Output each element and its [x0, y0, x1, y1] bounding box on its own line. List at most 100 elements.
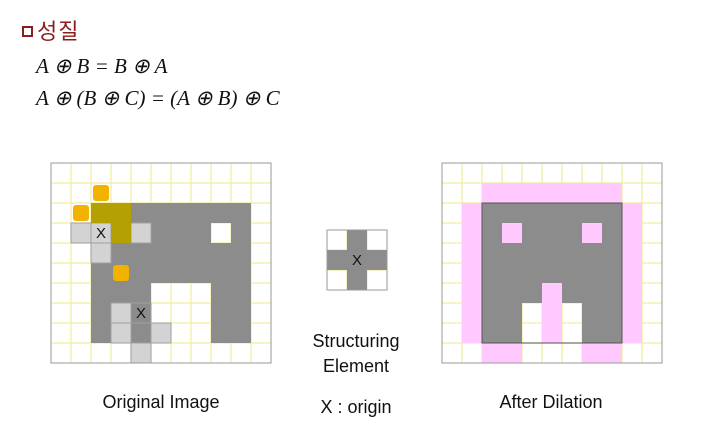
dilated-frame — [441, 162, 663, 364]
dilated-object-pixel — [562, 203, 582, 223]
dilated-object-pixel — [602, 223, 622, 243]
dilated-object-pixel — [502, 303, 522, 323]
element-overlay-cell — [111, 223, 131, 243]
dilated-object-pixel — [542, 223, 562, 243]
object-pixel — [171, 243, 191, 263]
object-pixel — [91, 263, 111, 283]
object-pixel — [91, 283, 111, 303]
object-pixel — [191, 243, 211, 263]
object-pixel — [151, 223, 171, 243]
object-pixel — [191, 223, 211, 243]
added-pixel — [622, 263, 642, 283]
object-pixel — [91, 303, 111, 323]
dilated-object-pixel — [522, 203, 542, 223]
object-pixel — [171, 203, 191, 223]
dilated-object-pixel — [482, 223, 502, 243]
dilation-caption: After Dilation — [499, 392, 603, 412]
added-pixel — [482, 183, 502, 203]
dilated-object-pixel — [482, 243, 502, 263]
dilated-object-pixel — [502, 283, 522, 303]
dilated-object-pixel — [482, 283, 502, 303]
object-pixel — [131, 243, 151, 263]
object-pixel — [151, 243, 171, 263]
added-pixel — [582, 343, 602, 363]
structuring-element-grid: X — [326, 229, 388, 291]
object-pixel — [91, 323, 111, 343]
dilated-object-pixel — [542, 203, 562, 223]
dilated-object-pixel — [602, 303, 622, 323]
structuring-caption-line1: Structuring — [312, 331, 400, 351]
section-title: 성질 — [37, 20, 80, 45]
dilated-object-pixel — [522, 243, 542, 263]
element-overlay-cell — [130, 322, 152, 344]
object-pixel — [211, 323, 231, 343]
object-pixel — [211, 263, 231, 283]
dilated-object-pixel — [582, 203, 602, 223]
dilated-object-pixel — [522, 223, 542, 243]
added-pixel — [462, 283, 482, 303]
dilated-object-pixel — [502, 203, 522, 223]
structuring-frame — [326, 229, 388, 291]
original-image-caption: Original Image — [102, 392, 220, 412]
added-pixel — [482, 343, 502, 363]
dilated-object-pixel — [482, 263, 502, 283]
dilated-object-pixel — [482, 303, 502, 323]
object-pixel — [211, 203, 231, 223]
original-frame — [50, 162, 272, 364]
added-pixel — [622, 243, 642, 263]
object-pixel — [231, 303, 251, 323]
added-pixel — [462, 303, 482, 323]
highlight-blob — [113, 265, 129, 281]
added-pixel — [502, 223, 522, 243]
element-overlay-cell — [150, 322, 172, 344]
added-pixel — [622, 323, 642, 343]
added-pixel — [462, 243, 482, 263]
dilated-object-pixel — [482, 323, 502, 343]
dilated-object-pixel — [502, 243, 522, 263]
added-pixel — [542, 183, 562, 203]
element-overlay-cell — [110, 302, 132, 324]
dilated-object-pixel — [562, 223, 582, 243]
added-pixel — [462, 263, 482, 283]
dilated-object-pixel — [582, 263, 602, 283]
section-heading: 성질 — [22, 14, 79, 46]
dilated-object-pixel — [502, 323, 522, 343]
object-pixel — [211, 283, 231, 303]
element-overlay-cell — [91, 203, 111, 223]
hollow-square-bullet-icon — [22, 25, 33, 37]
element-overlay-cell — [110, 322, 132, 344]
structuring-cell — [347, 230, 367, 250]
object-pixel — [171, 263, 191, 283]
added-pixel — [542, 283, 562, 303]
object-pixel — [231, 243, 251, 263]
element-overlay-cell — [70, 222, 92, 244]
structuring-cell — [367, 250, 387, 270]
object-pixel — [131, 263, 151, 283]
object-pixel — [231, 223, 251, 243]
dilated-object-pixel — [602, 283, 622, 303]
structuring-cell — [327, 250, 347, 270]
added-pixel — [522, 183, 542, 203]
dilated-object-pixel — [502, 263, 522, 283]
origin-marker: X — [96, 225, 106, 242]
dilated-object-pixel — [582, 303, 602, 323]
object-pixel — [131, 203, 151, 223]
added-pixel — [542, 303, 562, 323]
object-pixel — [111, 283, 131, 303]
dilated-object-pixel — [522, 283, 542, 303]
original-object-outline — [481, 202, 623, 344]
added-pixel — [562, 183, 582, 203]
object-pixel — [211, 243, 231, 263]
added-pixel — [602, 183, 622, 203]
element-overlay-cell — [90, 242, 112, 264]
dilated-object-pixel — [602, 243, 622, 263]
dilated-object-pixel — [562, 263, 582, 283]
object-pixel — [171, 223, 191, 243]
object-pixel — [151, 263, 171, 283]
added-pixel — [462, 223, 482, 243]
object-pixel — [191, 263, 211, 283]
added-pixel — [502, 343, 522, 363]
added-pixel — [542, 323, 562, 343]
structuring-cell — [347, 270, 367, 290]
dilated-image-grid — [441, 162, 663, 364]
